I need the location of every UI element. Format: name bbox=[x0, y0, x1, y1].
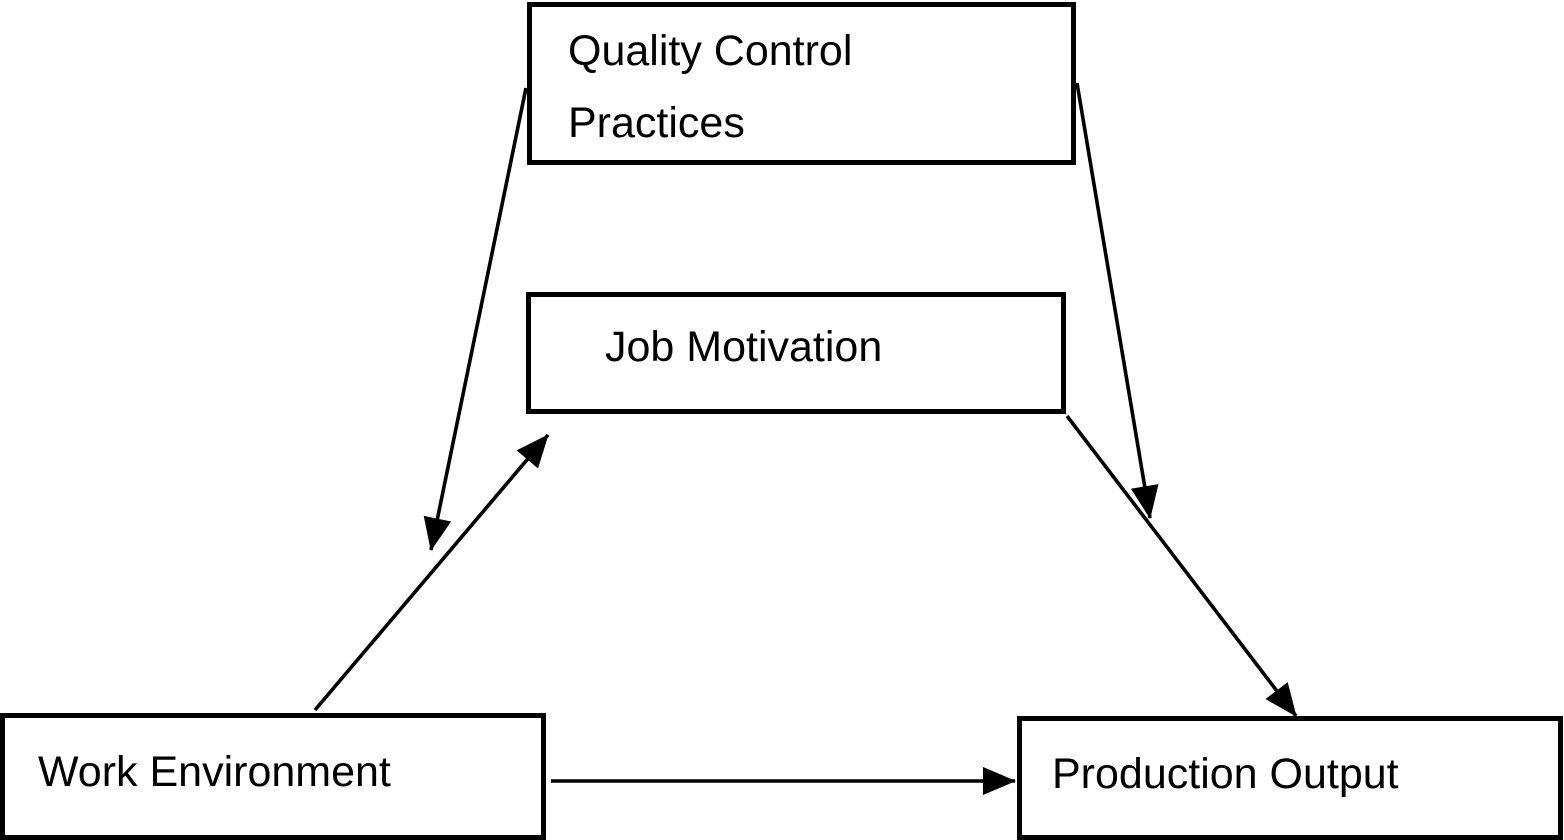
node-label-line: Quality Control bbox=[568, 27, 853, 75]
node-quality-control-practices: Quality Control Practices bbox=[527, 2, 1076, 165]
edge-we-to-jm bbox=[313, 433, 550, 712]
edge-qcp-to-jm-po-path bbox=[1075, 82, 1159, 519]
node-label: Production Output bbox=[1052, 750, 1399, 798]
node-label-line: Practices bbox=[568, 99, 745, 147]
node-job-motivation: Job Motivation bbox=[526, 292, 1066, 414]
node-label: Work Environment bbox=[38, 748, 391, 796]
node-production-output: Production Output bbox=[1017, 716, 1563, 840]
edge-jm-to-po bbox=[1065, 414, 1298, 718]
node-work-environment: Work Environment bbox=[0, 713, 546, 840]
node-label: Job Motivation bbox=[605, 323, 883, 371]
edge-qcp-to-we-jm-path bbox=[423, 87, 528, 551]
